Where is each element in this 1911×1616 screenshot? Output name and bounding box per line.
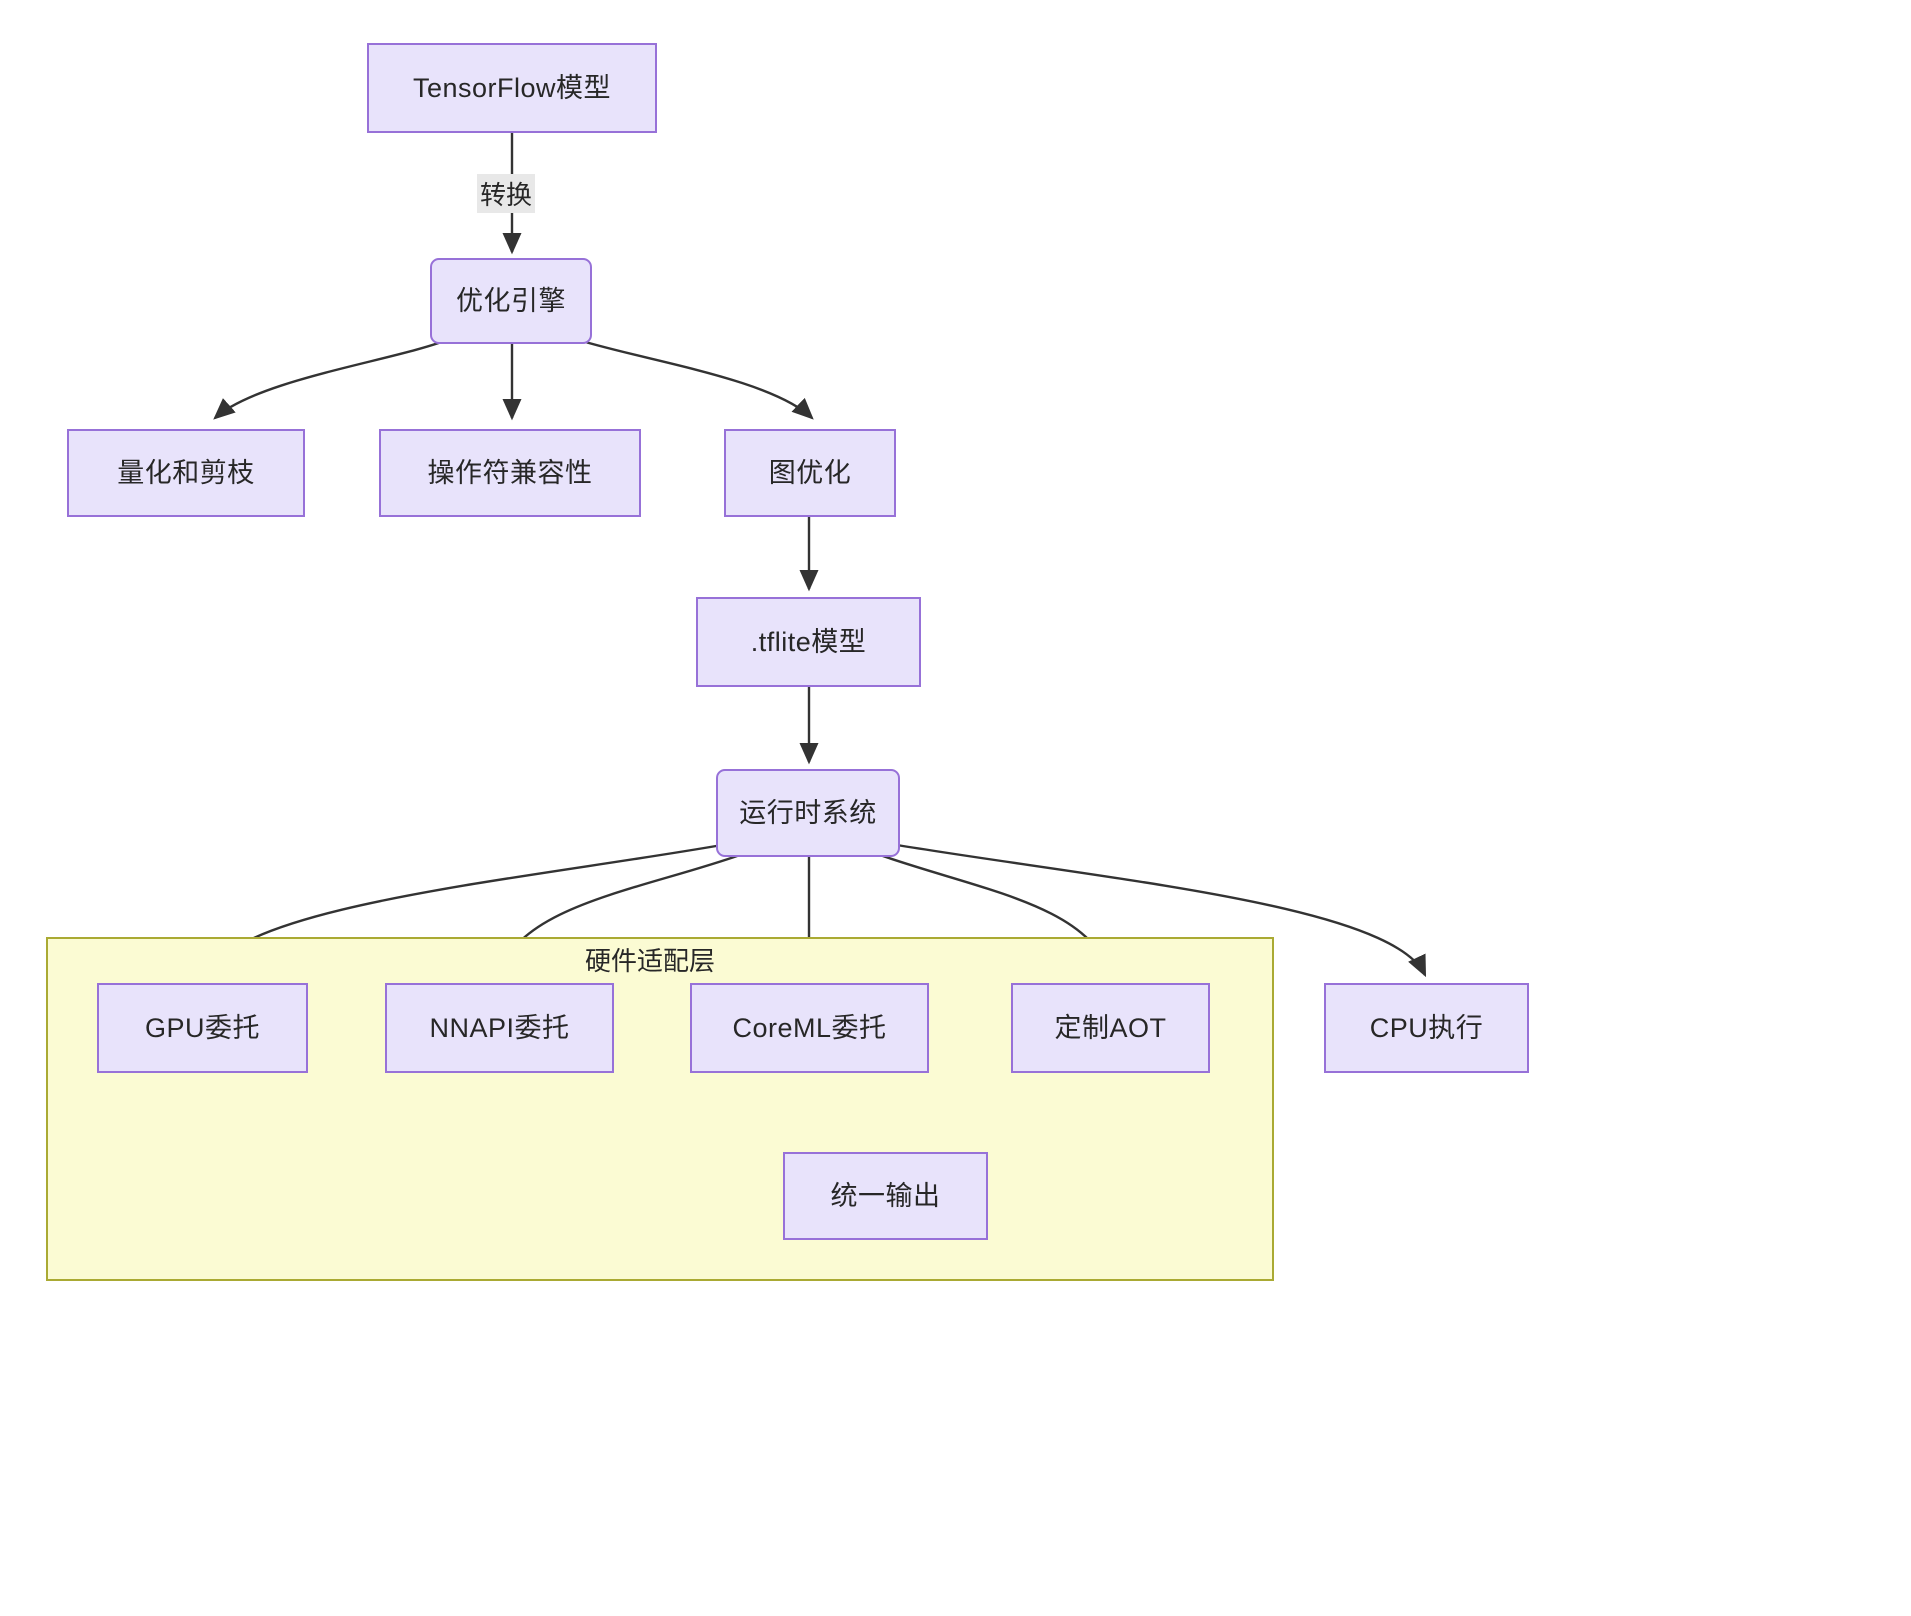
node-optimization-engine[interactable]: 优化引擎: [430, 258, 592, 344]
node-optimization-engine-label: 优化引擎: [456, 285, 566, 316]
node-operator-compatibility-label: 操作符兼容性: [427, 457, 593, 488]
node-coreml-delegate[interactable]: CoreML委托: [690, 983, 929, 1073]
node-quantization-pruning[interactable]: 量化和剪枝: [67, 429, 305, 517]
node-cpu-execution-label: CPU执行: [1369, 1012, 1484, 1043]
node-cpu-execution[interactable]: CPU执行: [1324, 983, 1529, 1073]
edge-label-convert: 转换: [477, 174, 536, 213]
node-runtime-system[interactable]: 运行时系统: [716, 769, 900, 857]
node-custom-aot-label: 定制AOT: [1054, 1012, 1167, 1043]
node-coreml-delegate-label: CoreML委托: [732, 1012, 887, 1043]
node-tflite-model[interactable]: .tflite模型: [696, 597, 921, 687]
node-gpu-delegate[interactable]: GPU委托: [97, 983, 308, 1073]
node-unified-output[interactable]: 统一输出: [783, 1152, 988, 1240]
node-operator-compatibility[interactable]: 操作符兼容性: [379, 429, 641, 517]
node-graph-optimization[interactable]: 图优化: [724, 429, 896, 517]
node-gpu-delegate-label: GPU委托: [144, 1012, 260, 1043]
node-graph-optimization-label: 图优化: [768, 457, 852, 488]
node-runtime-system-label: 运行时系统: [739, 797, 877, 828]
node-quantization-pruning-label: 量化和剪枝: [117, 457, 255, 488]
node-tensorflow-model-label: TensorFlow模型: [412, 72, 612, 103]
subgraph-hardware-layer-title: 硬件适配层: [585, 946, 716, 976]
edge-opt-engine-to-graph-opt: [571, 336, 814, 420]
node-custom-aot[interactable]: 定制AOT: [1011, 983, 1210, 1073]
node-nnapi-delegate-label: NNAPI委托: [429, 1012, 570, 1043]
node-tflite-model-label: .tflite模型: [750, 626, 867, 657]
node-unified-output-label: 统一输出: [830, 1180, 941, 1211]
node-tensorflow-model[interactable]: TensorFlow模型: [367, 43, 657, 133]
node-nnapi-delegate[interactable]: NNAPI委托: [385, 983, 614, 1073]
edge-opt-engine-to-quant-prune: [213, 336, 453, 420]
